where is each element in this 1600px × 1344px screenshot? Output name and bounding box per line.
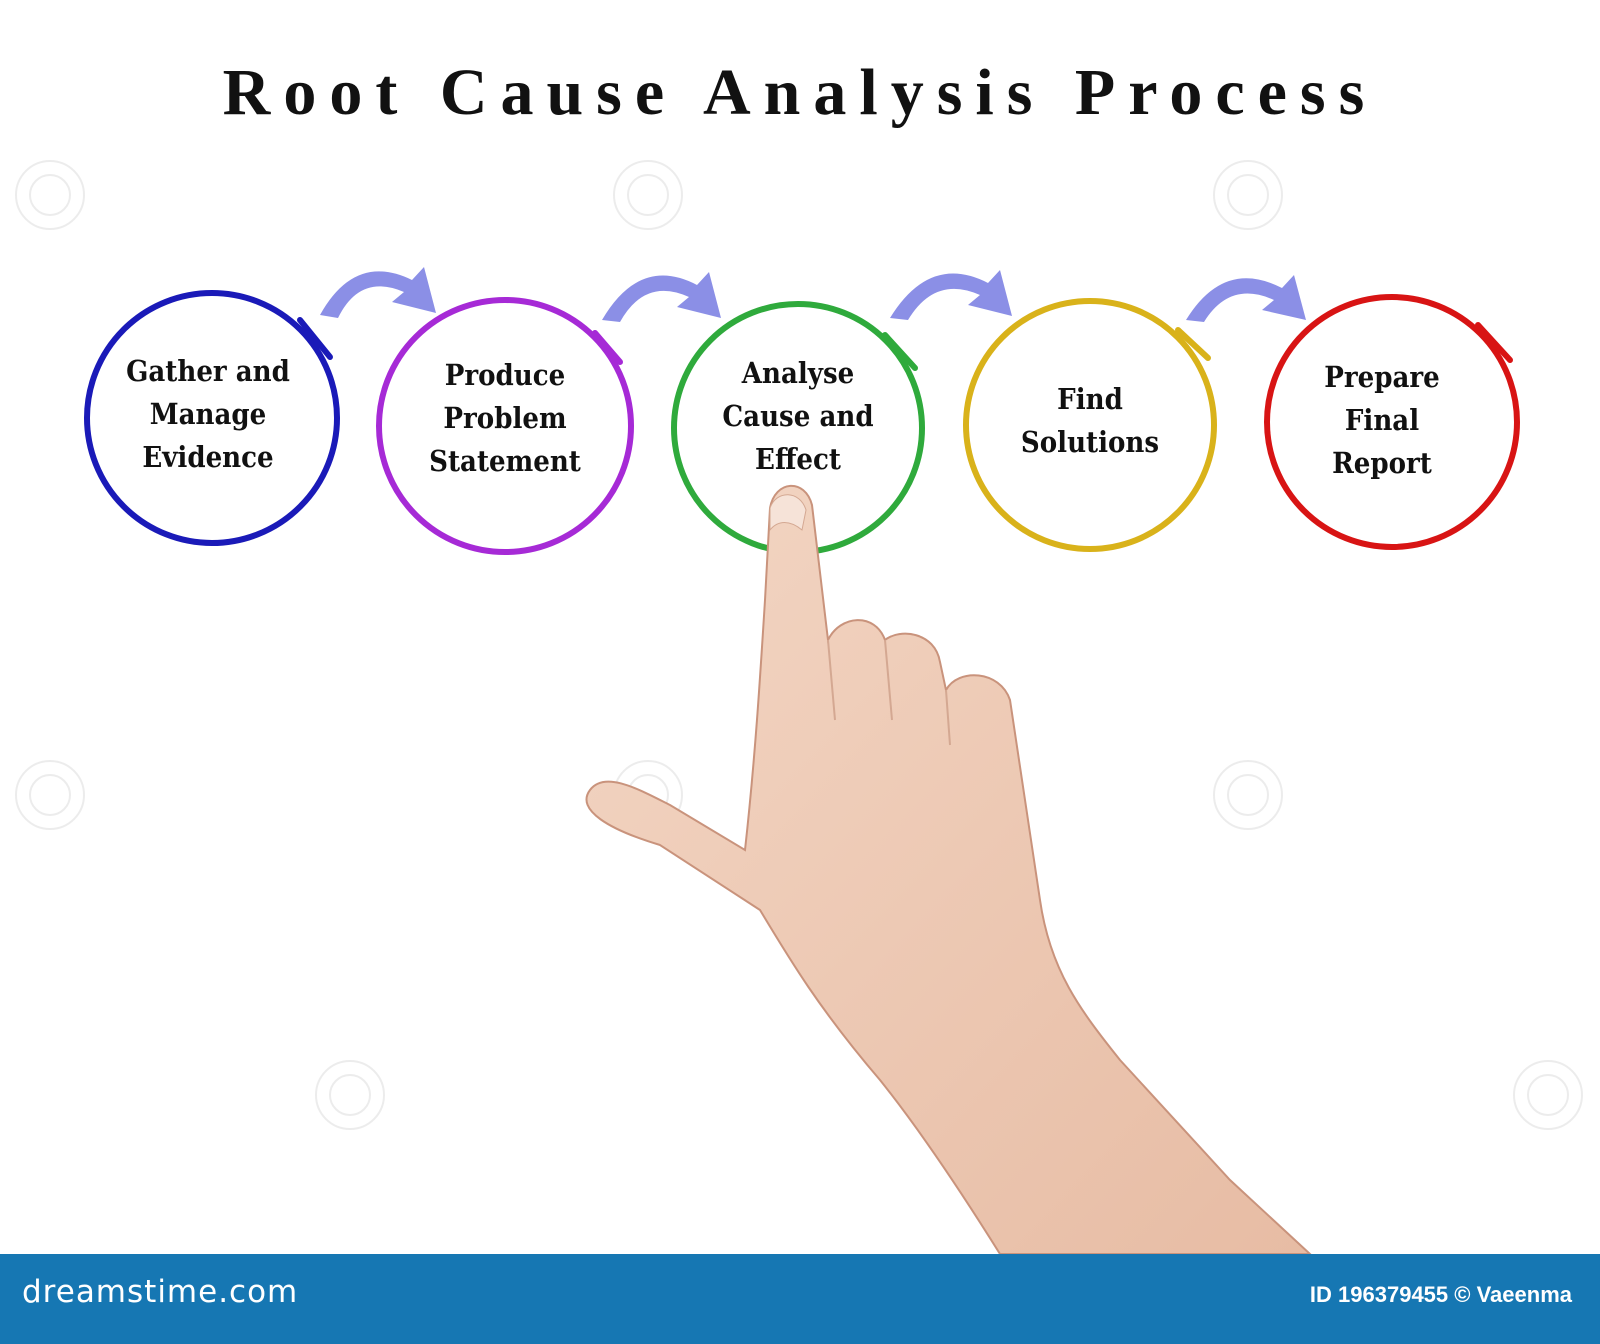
step-circle-5 (1264, 294, 1520, 550)
connector-arrow-1 (320, 267, 436, 318)
connector-arrow-3 (890, 270, 1012, 320)
connector-arrow-4 (1186, 275, 1306, 322)
process-diagram (84, 267, 1520, 555)
step-circle-4 (963, 298, 1217, 552)
page-title: Root Cause Analysis Process (222, 56, 1378, 129)
pointing-hand-image (585, 484, 1312, 1254)
image-credit: ID 196379455 © Vaeenma (1309, 1282, 1572, 1307)
step-circle-2 (376, 297, 634, 555)
step-label-2: Produce Problem Statement (429, 358, 581, 478)
step-label-5: Prepare Final Report (1324, 360, 1440, 480)
step-label-1: Gather and Manage Evidence (126, 354, 290, 474)
step-circle-1 (84, 290, 340, 546)
connector-arrow-2 (602, 272, 721, 322)
footer-bar: dreamstime.com ID 196379455 © Vaeenma (0, 1254, 1600, 1344)
brand-logo: dreamstime.com (22, 1274, 299, 1310)
watermark-pattern (15, 160, 1583, 1130)
step-label-4: Find Solutions (1020, 382, 1160, 459)
step-label-3: Analyse Cause and Effect (722, 356, 874, 476)
